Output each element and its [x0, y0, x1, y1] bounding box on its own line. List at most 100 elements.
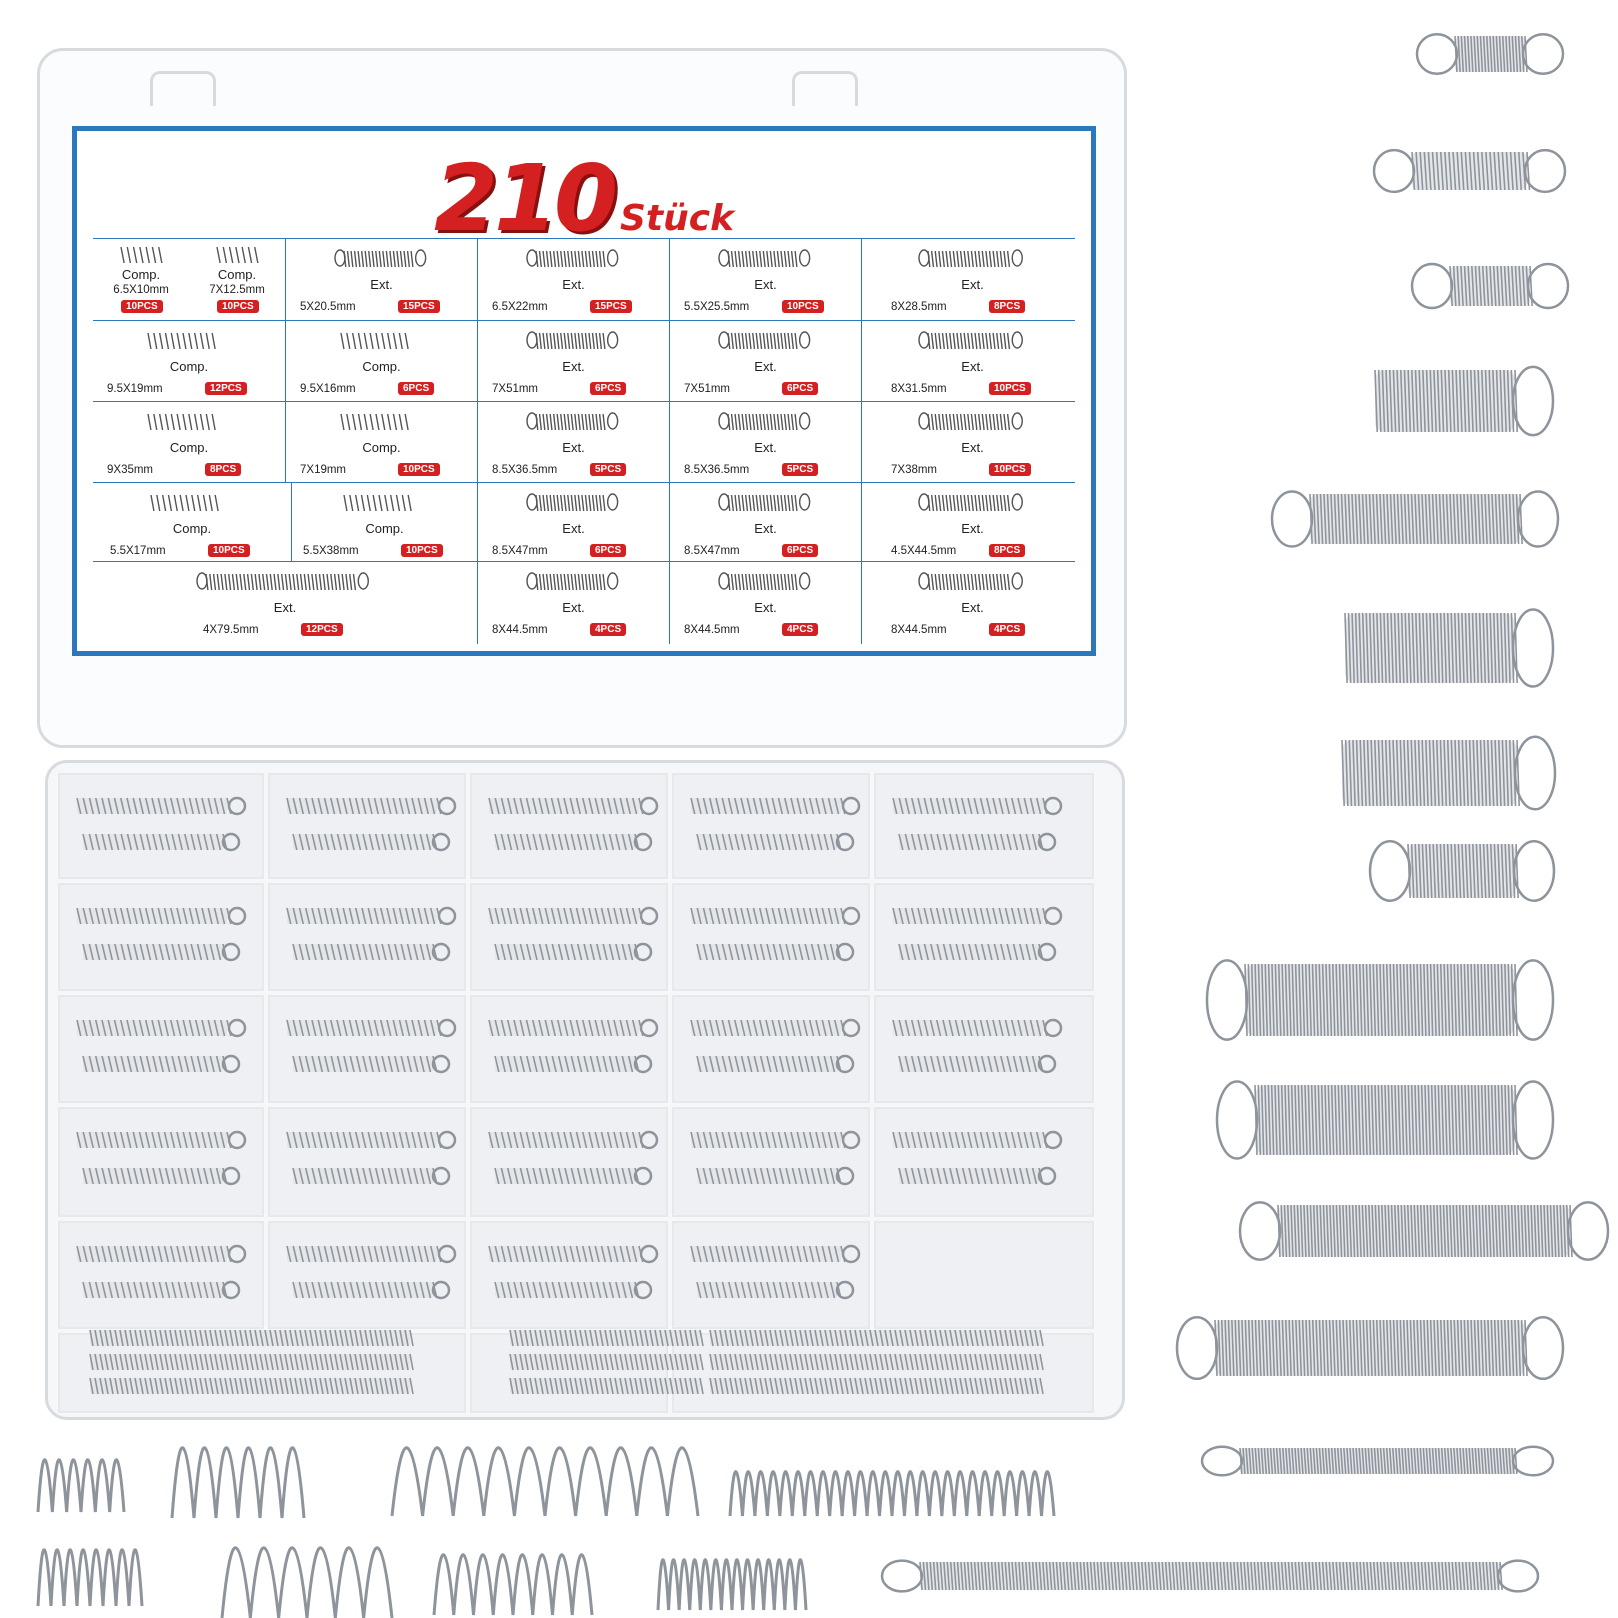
tray-spring: [82, 942, 241, 962]
tray-compartment: [672, 773, 870, 879]
extension-spring-icon: [717, 331, 811, 350]
compression-spring: [432, 1553, 594, 1616]
extension-spring-icon: [333, 249, 427, 268]
extension-spring: [1372, 148, 1567, 194]
tray-spring: [76, 906, 247, 926]
compression-spring-icon: [340, 413, 409, 431]
quantity-badge: 12PCS: [205, 382, 247, 395]
tray-spring: [709, 1353, 1044, 1371]
extension-spring: [1200, 1445, 1555, 1477]
tray-spring: [286, 1244, 457, 1264]
spring-size: 8X44.5mm: [492, 624, 548, 636]
spring-type: Ext.: [562, 277, 585, 292]
quantity-badge: 6PCS: [590, 382, 627, 395]
tray-compartment: [58, 1221, 264, 1329]
spring-size: 4.5X44.5mm: [891, 545, 957, 557]
spring-type: Ext.: [961, 440, 984, 455]
spring-type: Ext.: [562, 521, 585, 536]
tray-compartment: [672, 995, 870, 1103]
quantity-badge: 6PCS: [398, 382, 435, 395]
tray-spring: [690, 1130, 861, 1150]
quantity-badge: 5PCS: [590, 463, 627, 476]
compression-spring-icon: [120, 246, 163, 264]
tray-spring: [494, 1280, 653, 1300]
spring-type: Ext.: [562, 600, 585, 615]
extension-spring-icon: [525, 249, 619, 268]
spring-size: 8.5X47mm: [684, 545, 740, 557]
tray-spring: [76, 1244, 247, 1264]
tray-compartment: [874, 883, 1094, 991]
spring-size: 8.5X36.5mm: [684, 464, 750, 476]
tray-spring: [509, 1353, 704, 1371]
quantity-badge: 10PCS: [121, 300, 163, 313]
spring-size: 8.5X47mm: [492, 545, 548, 557]
quantity-badge: 6PCS: [782, 544, 819, 557]
extension-spring: [1410, 262, 1570, 310]
tray-spring: [696, 942, 855, 962]
compression-spring-icon: [147, 332, 216, 350]
spring-type: Ext.: [562, 359, 585, 374]
tray-spring: [690, 1018, 861, 1038]
quantity-badge: 8PCS: [989, 300, 1026, 313]
extension-spring: [1270, 490, 1560, 548]
spring-type: Comp.: [365, 521, 404, 536]
spring-size: 6.5X10mm: [113, 284, 169, 296]
spring-type: Ext.: [961, 359, 984, 374]
extension-spring-icon: [196, 572, 370, 591]
spring-size: 5.5X17mm: [110, 545, 166, 557]
tray-spring: [286, 796, 457, 816]
extension-spring: [1215, 1080, 1555, 1160]
tray-spring: [494, 832, 653, 852]
spring-type: Ext.: [754, 600, 777, 615]
compression-spring: [390, 1446, 700, 1517]
tray-spring: [76, 1018, 247, 1038]
spring-size: 6.5X22mm: [492, 301, 548, 313]
spring-type: Ext.: [961, 521, 984, 536]
extension-spring: [1341, 735, 1557, 811]
tray-spring: [892, 1130, 1063, 1150]
tray-spring: [292, 1054, 451, 1074]
tray-compartment: [268, 773, 466, 879]
tray-compartment: [268, 1107, 466, 1217]
piece-count: 210: [433, 145, 618, 252]
spring-type: Ext.: [754, 359, 777, 374]
compression-spring: [36, 1458, 126, 1513]
extension-spring-icon: [918, 249, 1024, 268]
tray-spring: [696, 1054, 855, 1074]
extension-spring: [880, 1559, 1540, 1593]
tray-spring: [898, 1166, 1057, 1186]
spring-size: 7X12.5mm: [209, 284, 265, 296]
spring-size: 5.5X38mm: [303, 545, 359, 557]
tray-compartment: [672, 883, 870, 991]
tray-spring: [89, 1353, 414, 1371]
quantity-badge: 10PCS: [782, 300, 824, 313]
spring-type: Comp.: [362, 359, 401, 374]
tray-spring: [488, 1018, 659, 1038]
tray-spring: [898, 942, 1057, 962]
tray-spring: [690, 906, 861, 926]
spring-type: Ext.: [961, 600, 984, 615]
extension-spring-icon: [717, 412, 811, 431]
spring-size: 8X44.5mm: [891, 624, 947, 636]
quantity-badge: 10PCS: [208, 544, 250, 557]
extension-spring-icon: [525, 572, 619, 591]
tray-spring: [488, 1244, 659, 1264]
tray-compartment: [470, 773, 668, 879]
extension-spring-icon: [717, 572, 811, 591]
spring-type: Ext.: [562, 440, 585, 455]
lid-hinge-right: [792, 71, 858, 106]
